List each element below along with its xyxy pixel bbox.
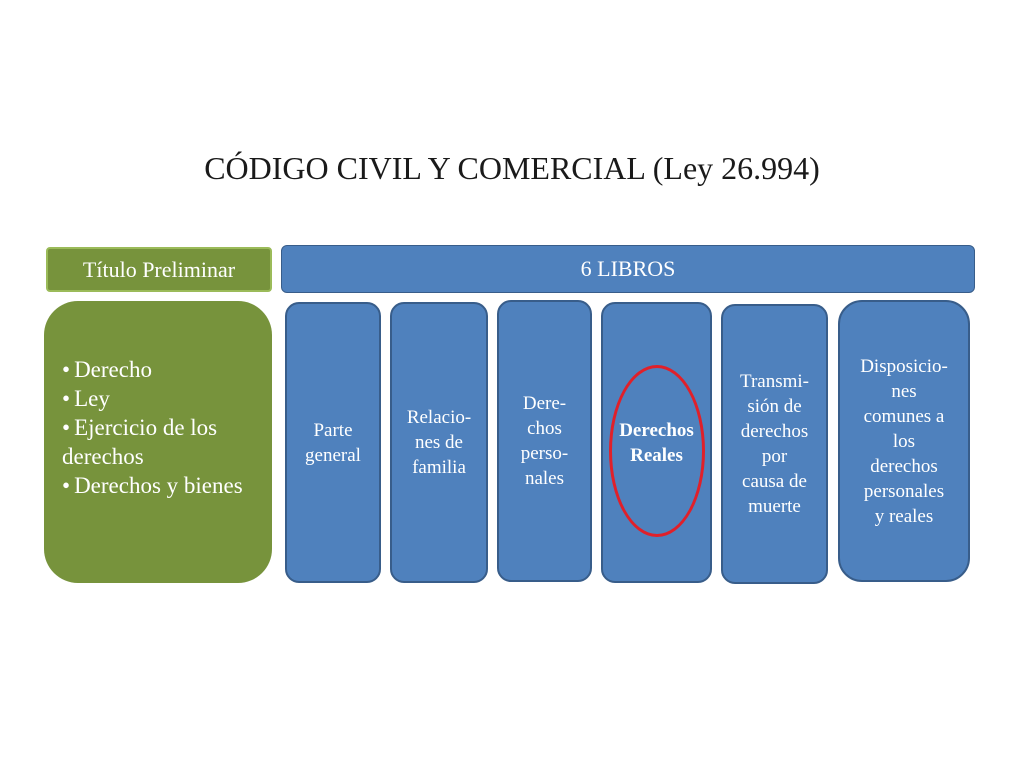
- libro-label: Disposicio- nes comunes a los derechos p…: [860, 355, 948, 527]
- libro-label: Derechos Reales: [619, 419, 694, 466]
- bullet-icon: •: [62, 357, 71, 382]
- titulo-preliminar-item: •Ley: [62, 386, 110, 411]
- titulo-preliminar-item: •Derecho: [62, 357, 152, 382]
- libro-label: Parte general: [305, 419, 361, 466]
- libro-label: Dere- chos perso- nales: [520, 393, 569, 489]
- bullet-icon: •: [62, 473, 71, 498]
- libro-disposiciones-comunes: Disposicio- nes comunes a los derechos p…: [838, 300, 970, 582]
- libro-relaciones-de-familia: Relacio- nes de familia: [390, 302, 488, 583]
- libro-transmision-de-derechos: Transmi- sión de derechos por causa de m…: [721, 304, 828, 584]
- titulo-preliminar-item: •Derechos y bienes: [62, 473, 243, 498]
- libros-header: 6 LIBROS: [281, 245, 975, 293]
- libro-label: Transmi- sión de derechos por causa de m…: [740, 371, 809, 517]
- titulo-preliminar-item: •Ejercicio de los derechos: [62, 415, 218, 469]
- titulo-preliminar-list: •Derecho •Ley •Ejercicio de los derechos…: [62, 355, 262, 500]
- libro-parte-general: Parte general: [285, 302, 381, 583]
- bullet-icon: •: [62, 415, 71, 440]
- diagram-title: CÓDIGO CIVIL Y COMERCIAL (Ley 26.994): [204, 150, 820, 186]
- bullet-icon: •: [62, 386, 71, 411]
- libro-derechos-personales: Dere- chos perso- nales: [497, 300, 592, 582]
- titulo-preliminar-header: Título Preliminar: [46, 247, 272, 292]
- titulo-preliminar-box: •Derecho •Ley •Ejercicio de los derechos…: [44, 301, 272, 583]
- libro-label: Relacio- nes de familia: [406, 407, 472, 478]
- libro-derechos-reales: Derechos Reales: [601, 302, 712, 583]
